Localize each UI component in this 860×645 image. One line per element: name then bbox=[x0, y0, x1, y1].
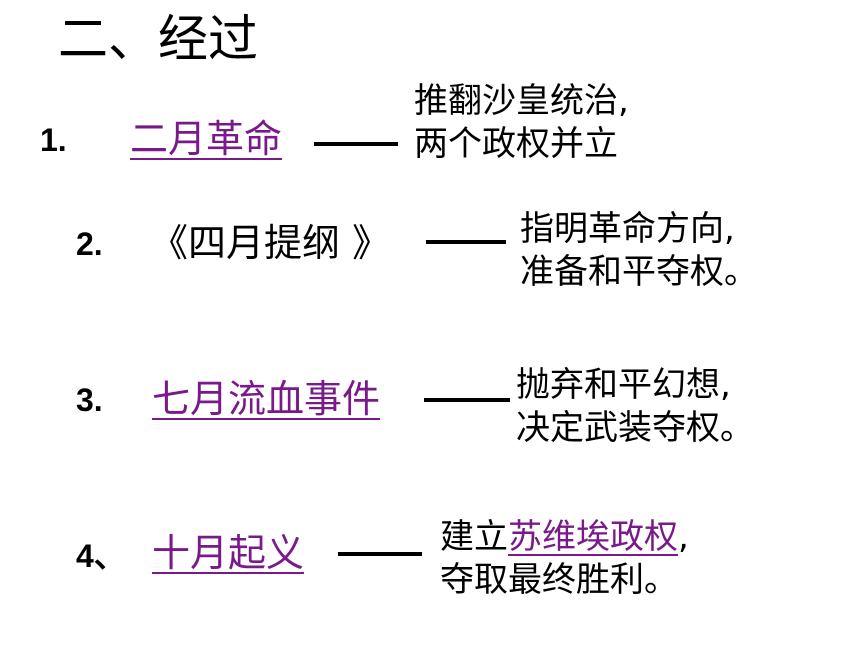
item-3-number: 3. bbox=[76, 382, 103, 418]
item-2-result-line1: 指明革命方向, bbox=[520, 209, 735, 249]
item-1-result-line1: 推翻沙皇统治, bbox=[414, 81, 629, 121]
item-1-result-line2: 两个政权并立 bbox=[414, 123, 618, 164]
item-1-result: 推翻沙皇统治, 两个政权并立 bbox=[414, 80, 629, 165]
item-4-result-link[interactable]: 苏维埃政权 bbox=[508, 517, 678, 557]
item-3-result-line2: 决定武装夺权。 bbox=[516, 407, 754, 448]
slide-title: 二、经过 bbox=[58, 10, 258, 68]
item-4-result: 建立苏维埃政权, 夺取最终胜利。 bbox=[440, 516, 689, 601]
item-1-number: 1. bbox=[40, 122, 67, 158]
item-3-result-line1: 抛弃和平幻想, bbox=[516, 365, 731, 405]
item-4-result-suffix: , bbox=[678, 517, 689, 557]
item-2-result-line2: 准备和平夺权。 bbox=[520, 251, 758, 292]
item-3-result: 抛弃和平幻想, 决定武装夺权。 bbox=[516, 364, 754, 449]
item-4-result-line1: 建立苏维埃政权, bbox=[440, 516, 689, 559]
item-4-result-prefix: 建立 bbox=[440, 517, 508, 557]
item-4-result-line2: 夺取最终胜利。 bbox=[440, 559, 678, 600]
item-2-dash bbox=[426, 240, 506, 244]
item-2-event: 《四月提纲 》 bbox=[150, 221, 391, 265]
item-2-number: 2. bbox=[76, 226, 103, 262]
item-4-event-link[interactable]: 十月起义 bbox=[152, 531, 305, 575]
item-1-dash bbox=[314, 142, 398, 146]
item-3-dash bbox=[424, 398, 510, 402]
item-4-dash bbox=[338, 552, 422, 556]
item-3-event-link[interactable]: 七月流血事件 bbox=[152, 377, 381, 421]
item-2-result: 指明革命方向, 准备和平夺权。 bbox=[520, 208, 758, 293]
item-4-number: 4、 bbox=[76, 538, 126, 574]
item-1-event-link[interactable]: 二月革命 bbox=[130, 117, 283, 161]
